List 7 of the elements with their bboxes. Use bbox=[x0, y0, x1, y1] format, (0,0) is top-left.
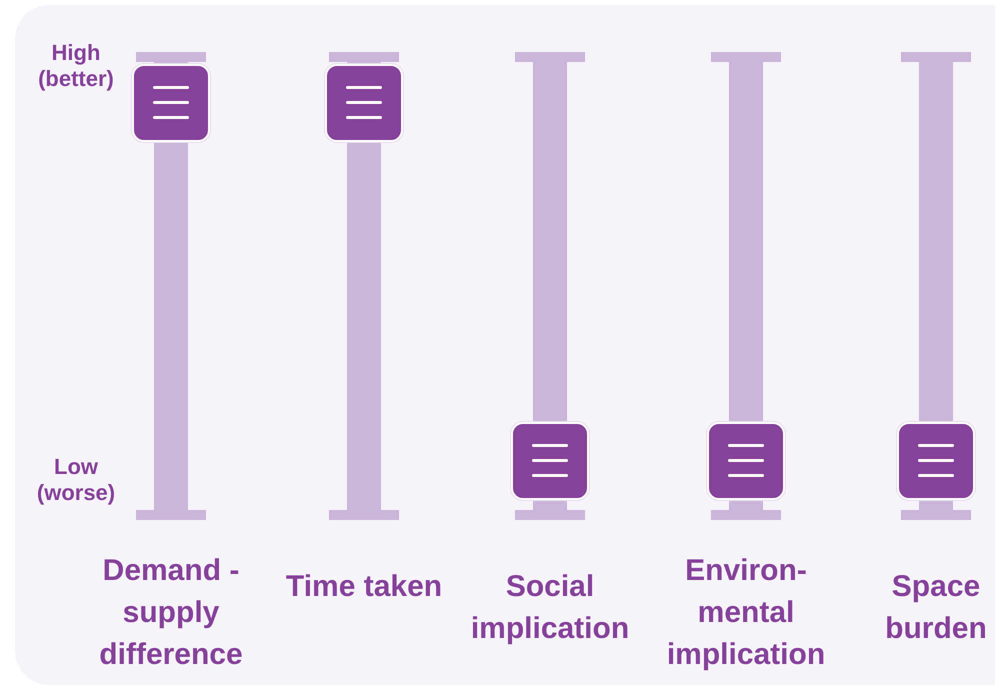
scale-label: High (better) bbox=[37, 40, 115, 92]
criterion-label: Time taken bbox=[284, 569, 444, 605]
criterion-label: Space burden bbox=[884, 569, 988, 647]
criterion-label: Demand - supply difference bbox=[98, 553, 244, 673]
scale-label: Low (worse) bbox=[36, 454, 116, 506]
criterion-label: Social implication bbox=[470, 569, 630, 647]
criterion-label: Environ- mental implication bbox=[666, 553, 826, 673]
